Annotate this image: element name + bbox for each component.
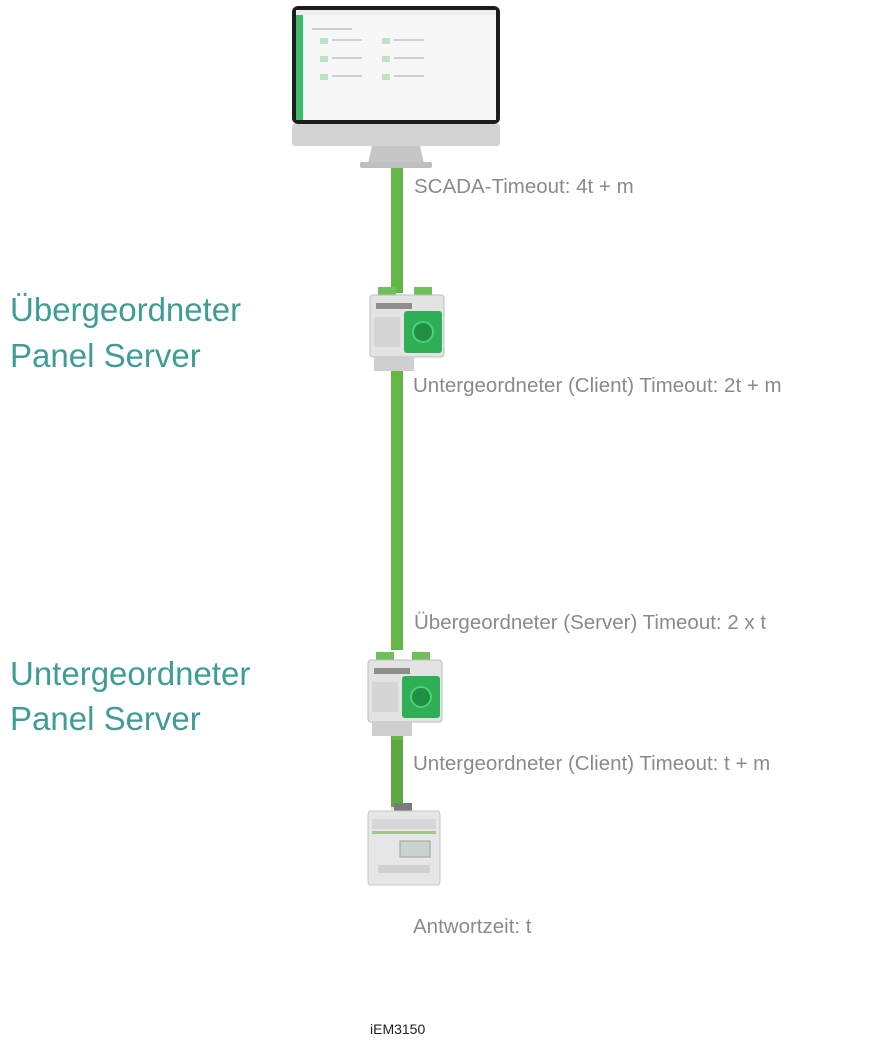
scada-monitor-image: [292, 6, 500, 168]
upper-panel-server-title-line2: Panel Server: [10, 337, 201, 374]
lower-panel-server-title-line2: Panel Server: [10, 700, 201, 737]
meter-name-label: iEM3150: [370, 1021, 426, 1037]
cable-scada-to-upper-server: [391, 168, 403, 293]
cable-upper-to-lower-server: [391, 365, 403, 650]
lower-server-client-timeout-label: Untergeordneter (Client) Timeout: t + m: [413, 752, 771, 775]
upper-panel-server-title-line1: Übergeordneter: [10, 291, 242, 328]
cable-lower-server-to-meter: [391, 735, 403, 807]
lower-panel-server-image: [367, 652, 443, 736]
cable-lower-server-to-meter-lower: [391, 740, 403, 810]
lower-panel-server-title-line1: Untergeordneter: [10, 655, 251, 692]
lower-server-server-timeout-label: Übergeordneter (Server) Timeout: 2 x t: [414, 611, 767, 634]
iem3150-meter-image: [367, 803, 441, 886]
upper-panel-server-image: [369, 287, 445, 371]
meter-response-time-label: Antwortzeit: t: [413, 915, 532, 938]
scada-timeout-label: SCADA-Timeout: 4t + m: [414, 175, 634, 198]
upper-server-client-timeout-label: Untergeordneter (Client) Timeout: 2t + m: [413, 374, 782, 397]
